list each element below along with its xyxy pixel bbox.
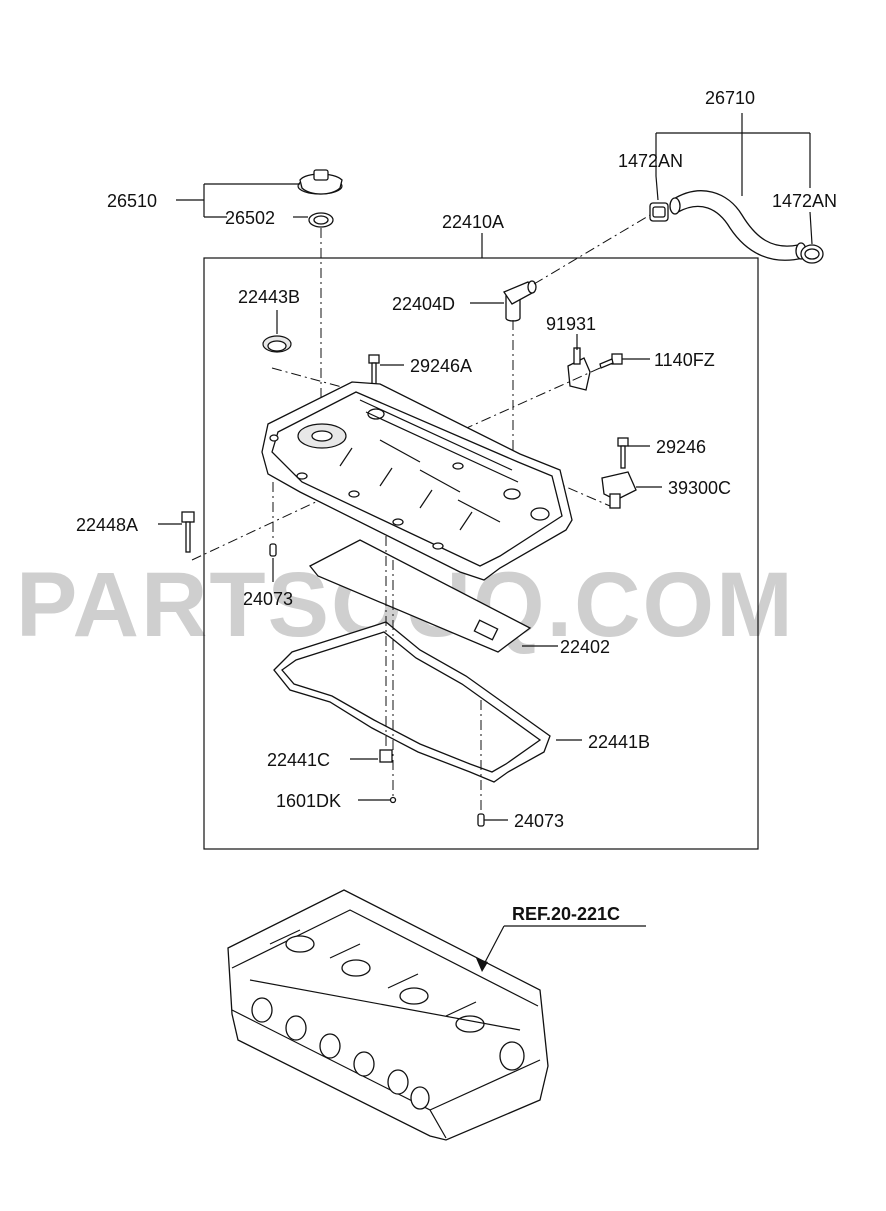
label-22448a: 22448A [76, 515, 138, 535]
label-26502: 26502 [225, 208, 275, 228]
label-1472an-left: 1472AN [618, 151, 683, 171]
label-1472an-right: 1472AN [772, 191, 837, 211]
hose-clamp-left [649, 202, 669, 222]
label-1601dk: 1601DK [276, 791, 341, 811]
dowel-pin-bottom [477, 813, 485, 827]
spark-plug-seal [262, 335, 292, 353]
label-26710: 26710 [705, 88, 755, 108]
label-22441c: 22441C [267, 750, 330, 770]
label-22402: 22402 [560, 637, 610, 657]
label-26510: 26510 [107, 191, 157, 211]
ref-label: REF.20-221C [512, 904, 620, 924]
label-91931: 91931 [546, 314, 596, 334]
rocker-cover [261, 381, 573, 581]
label-29246: 29246 [656, 437, 706, 457]
label-22443b: 22443B [238, 287, 300, 307]
cam-position-sensor [601, 471, 637, 509]
oil-filler-cap [297, 169, 343, 195]
label-22410a: 22410A [442, 212, 504, 232]
hose-clamp-right [800, 244, 824, 264]
label-22404d: 22404D [392, 294, 455, 314]
bolt-29246 [617, 437, 629, 469]
pcv-valve [503, 280, 537, 322]
assembly-frame [203, 257, 759, 850]
label-24073-top: 24073 [243, 589, 293, 609]
plug-1601dk [389, 796, 397, 804]
bolt-1140fz [599, 353, 623, 369]
oil-cap-gasket [308, 212, 334, 228]
washer-22441c [379, 749, 393, 763]
label-1140fz: 1140FZ [654, 350, 715, 370]
label-39300c: 39300C [668, 478, 731, 498]
label-22441b: 22441B [588, 732, 650, 752]
pcv-baffle-gasket [308, 539, 532, 653]
label-29246a: 29246A [410, 356, 472, 376]
bolt-22448a [181, 511, 195, 553]
cylinder-head [227, 889, 549, 1141]
bracket-91931 [567, 347, 591, 391]
label-24073-bottom: 24073 [514, 811, 564, 831]
bolt-29246a [368, 354, 380, 388]
dowel-pin-top [269, 543, 277, 557]
